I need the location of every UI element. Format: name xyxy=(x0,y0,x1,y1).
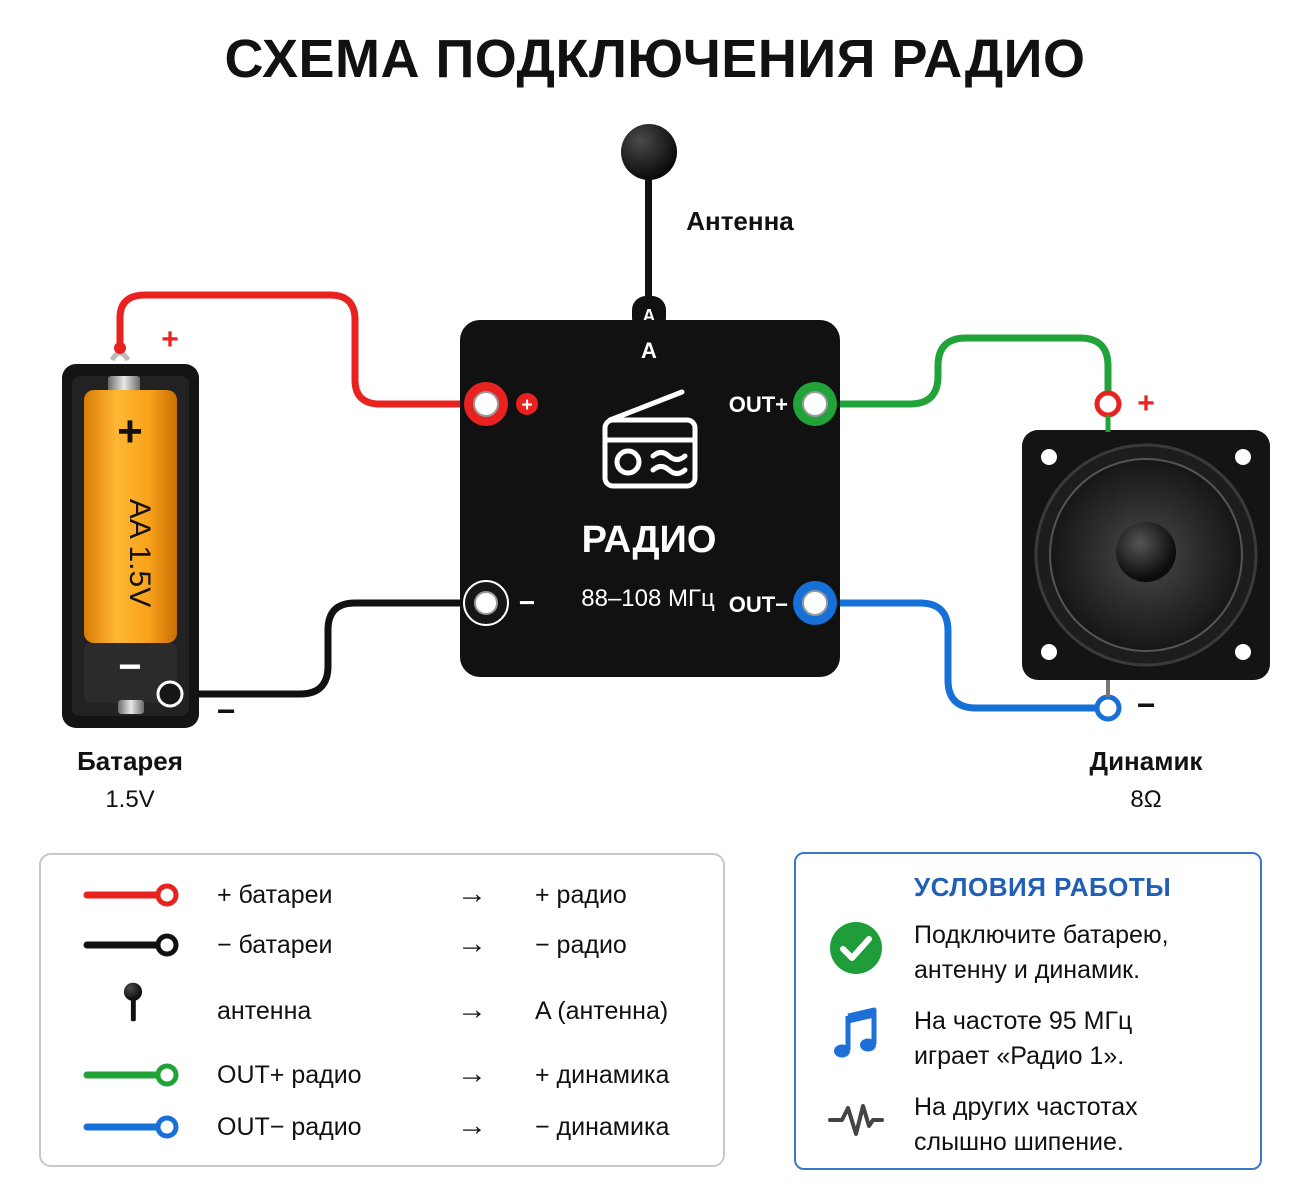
legend-row-antenna: антенна → A (антенна) xyxy=(41,982,723,1031)
legend-from: антенна xyxy=(217,997,312,1025)
legend-row-blue: OUT− радио → − динамика xyxy=(41,1107,723,1147)
battery-cell xyxy=(84,390,177,643)
battery-plus-terminal[interactable] xyxy=(114,342,126,354)
arrow-right-icon: → xyxy=(457,1057,487,1090)
legend-from: − батареи xyxy=(217,931,333,959)
condition-item: На частоте 95 МГц играет «Радио 1». xyxy=(796,1004,1260,1084)
page-title: СХЕМА ПОДКЛЮЧЕНИЯ РАДИО xyxy=(224,29,1086,89)
antenna-ball-icon xyxy=(621,124,677,180)
blue-wire-icon xyxy=(83,1115,179,1139)
legend-from: OUT+ радио xyxy=(217,1061,362,1089)
radio-plus-sign: + xyxy=(521,395,532,416)
arrow-right-icon: → xyxy=(457,927,487,960)
legend-to: − радио xyxy=(535,931,627,959)
red-wire xyxy=(116,291,474,408)
music-note-icon xyxy=(834,1007,877,1058)
arrow-right-icon: → xyxy=(457,993,487,1026)
speaker-dust-cap xyxy=(1116,522,1176,582)
battery-minus-sign: − xyxy=(217,693,236,729)
radio-icon xyxy=(602,389,698,489)
legend-row-red: + батареи → + радио xyxy=(41,875,723,915)
black-wire xyxy=(174,599,474,698)
radio-minus-sign: − xyxy=(519,587,535,618)
battery-minus-terminal[interactable] xyxy=(156,680,184,708)
battery-cell-plus-sign: + xyxy=(117,407,143,456)
legend-to: + радио xyxy=(535,881,627,909)
noise-wave-icon xyxy=(828,1104,884,1136)
battery-name: Батарея xyxy=(77,746,183,776)
radio-antenna-terminal-label: A xyxy=(641,338,657,363)
speaker-plus-sign: + xyxy=(1137,387,1155,420)
speaker-minus-sign: − xyxy=(1137,687,1156,723)
condition-item: Подключите батарею, антенну и динамик. xyxy=(796,918,1260,998)
condition-item: На других частотах слышно шипение. xyxy=(796,1090,1260,1170)
legend-to: A (антенна) xyxy=(535,997,669,1025)
battery-plus-sign: + xyxy=(161,323,179,356)
radio-frequency: 88–108 МГц xyxy=(581,585,715,612)
radio-name: РАДИО xyxy=(582,519,717,561)
arrow-right-icon: → xyxy=(457,1109,487,1142)
legend-to: + динамика xyxy=(535,1061,670,1089)
legend-row-green: OUT+ радио → + динамика xyxy=(41,1055,723,1095)
speaker-impedance: 8Ω xyxy=(1130,786,1162,813)
antenna-icon xyxy=(123,982,143,1022)
red-wire-icon xyxy=(83,883,179,907)
conditions-heading: УСЛОВИЯ РАБОТЫ xyxy=(914,872,1172,902)
radio-module: A РАДИО 88–108 МГц + − OUT+ OUT− xyxy=(460,320,840,677)
battery: + − AA 1.5V xyxy=(62,342,199,728)
green-wire xyxy=(826,334,1112,408)
arrow-right-icon: → xyxy=(457,877,487,910)
legend-from: + батареи xyxy=(217,881,333,909)
condition-text: На частоте 95 МГц играет «Радио 1». xyxy=(914,1007,1133,1070)
radio-out-minus-label: OUT− xyxy=(729,592,788,617)
battery-cell-label: AA 1.5V xyxy=(123,499,156,607)
check-circle-icon xyxy=(830,922,882,974)
battery-cell-minus-sign: − xyxy=(118,645,141,689)
speaker xyxy=(1022,390,1270,722)
legend-to: − динамика xyxy=(535,1113,670,1141)
speaker-name: Динамик xyxy=(1089,746,1203,776)
legend-from: OUT− радио xyxy=(217,1113,362,1141)
green-wire-icon xyxy=(83,1063,179,1087)
condition-text: На других частотах слышно шипение. xyxy=(914,1093,1138,1156)
speaker-minus-terminal[interactable] xyxy=(1094,694,1122,722)
blue-wire xyxy=(826,599,1100,712)
black-wire-icon xyxy=(83,933,179,957)
radio-out-plus-label: OUT+ xyxy=(729,392,788,417)
wiring-legend: + батареи → + радио − батареи → − радио … xyxy=(39,853,725,1167)
operating-conditions: УСЛОВИЯ РАБОТЫ Подключите батарею, антен… xyxy=(794,852,1262,1170)
speaker-plus-terminal[interactable] xyxy=(1094,390,1122,418)
antenna-label: Антенна xyxy=(686,206,794,236)
legend-row-black: − батареи → − радио xyxy=(41,925,723,965)
battery-voltage: 1.5V xyxy=(105,786,155,813)
condition-text: Подключите батарею, антенну и динамик. xyxy=(914,921,1169,984)
